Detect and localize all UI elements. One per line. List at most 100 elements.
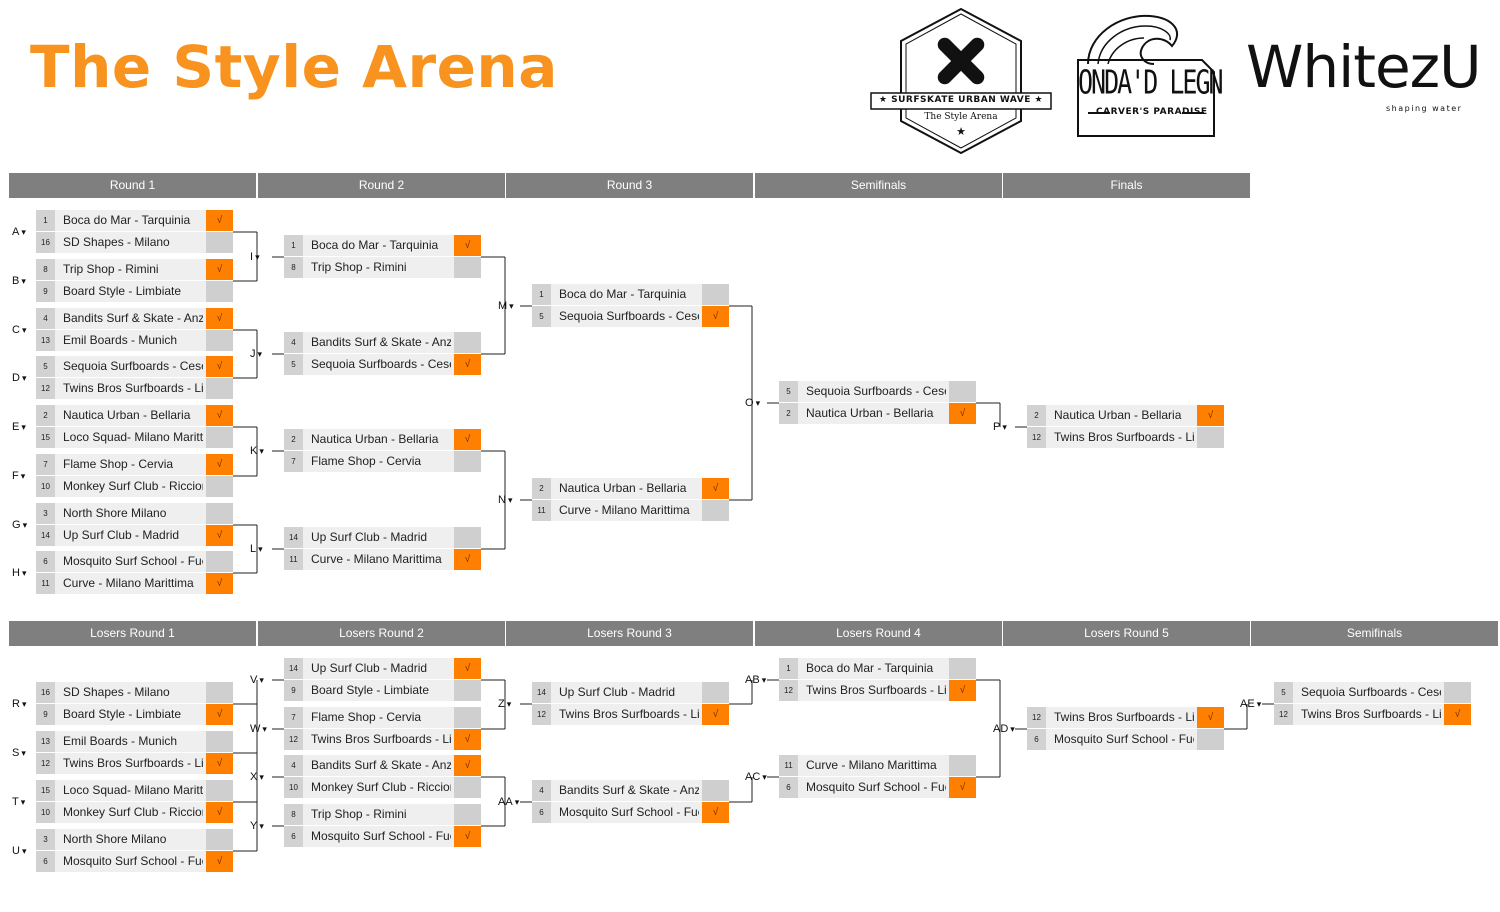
dropdown-caret-icon[interactable]: ▾ <box>21 227 26 237</box>
winner-check-icon[interactable]: √ <box>206 525 233 546</box>
winner-check-icon[interactable]: √ <box>454 755 481 776</box>
winner-check-icon[interactable]: √ <box>206 210 233 231</box>
match-label[interactable]: D▾ <box>12 372 26 384</box>
winner-check-icon[interactable]: √ <box>454 429 481 450</box>
winner-check-icon[interactable]: √ <box>702 802 729 823</box>
dropdown-caret-icon[interactable]: ▾ <box>1256 699 1262 709</box>
dropdown-caret-icon[interactable]: ▾ <box>258 544 263 554</box>
winner-check-icon[interactable]: √ <box>206 405 233 426</box>
winner-check-icon[interactable]: √ <box>206 573 233 594</box>
match-label[interactable]: A▾ <box>12 226 26 238</box>
winner-check-icon[interactable]: √ <box>454 658 481 679</box>
dropdown-caret-icon[interactable]: ▾ <box>1002 422 1007 432</box>
dropdown-caret-icon[interactable]: ▾ <box>506 699 512 709</box>
winner-check-icon[interactable]: √ <box>454 549 481 570</box>
winner-check-icon[interactable]: √ <box>1197 405 1224 426</box>
score-box[interactable] <box>454 707 481 728</box>
match-label[interactable]: K▾ <box>250 445 264 457</box>
dropdown-caret-icon[interactable]: ▾ <box>20 471 26 481</box>
match-label[interactable]: C▾ <box>12 324 26 336</box>
winner-check-icon[interactable]: √ <box>206 356 233 377</box>
dropdown-caret-icon[interactable]: ▾ <box>21 422 26 432</box>
match-label[interactable]: AB▾ <box>745 674 766 686</box>
match-label[interactable]: W▾ <box>250 723 267 735</box>
match-label[interactable]: AA▾ <box>498 796 519 808</box>
dropdown-caret-icon[interactable]: ▾ <box>755 398 761 408</box>
dropdown-caret-icon[interactable]: ▾ <box>259 821 264 831</box>
dropdown-caret-icon[interactable]: ▾ <box>507 495 513 505</box>
match-label[interactable]: I▾ <box>250 251 260 263</box>
dropdown-caret-icon[interactable]: ▾ <box>259 446 264 456</box>
score-box[interactable] <box>454 451 481 472</box>
score-box[interactable] <box>702 284 729 305</box>
score-box[interactable] <box>206 551 233 572</box>
score-box[interactable] <box>1197 729 1224 750</box>
match-label[interactable]: V▾ <box>250 674 264 686</box>
match-label[interactable]: AC▾ <box>745 771 767 783</box>
winner-check-icon[interactable]: √ <box>1444 704 1471 725</box>
dropdown-caret-icon[interactable]: ▾ <box>21 748 26 758</box>
score-box[interactable] <box>454 680 481 701</box>
match-label[interactable]: F▾ <box>12 470 25 482</box>
score-box[interactable] <box>454 804 481 825</box>
match-label[interactable]: X▾ <box>250 771 264 783</box>
dropdown-caret-icon[interactable]: ▾ <box>255 252 260 262</box>
dropdown-caret-icon[interactable]: ▾ <box>21 568 27 578</box>
score-box[interactable] <box>702 682 729 703</box>
score-box[interactable] <box>454 332 481 353</box>
winner-check-icon[interactable]: √ <box>949 403 976 424</box>
winner-check-icon[interactable]: √ <box>702 704 729 725</box>
score-box[interactable] <box>206 829 233 850</box>
match-label[interactable]: S▾ <box>12 747 26 759</box>
winner-check-icon[interactable]: √ <box>702 306 729 327</box>
score-box[interactable] <box>702 780 729 801</box>
match-label[interactable]: O▾ <box>745 397 760 409</box>
winner-check-icon[interactable]: √ <box>206 454 233 475</box>
dropdown-caret-icon[interactable]: ▾ <box>514 797 520 807</box>
winner-check-icon[interactable]: √ <box>454 729 481 750</box>
match-label[interactable]: J▾ <box>250 348 262 360</box>
dropdown-caret-icon[interactable]: ▾ <box>509 301 514 311</box>
winner-check-icon[interactable]: √ <box>949 777 976 798</box>
score-box[interactable] <box>206 731 233 752</box>
dropdown-caret-icon[interactable]: ▾ <box>259 675 264 685</box>
score-box[interactable] <box>949 381 976 402</box>
match-label[interactable]: Z▾ <box>498 698 511 710</box>
match-label[interactable]: M▾ <box>498 300 514 312</box>
score-box[interactable] <box>206 780 233 801</box>
